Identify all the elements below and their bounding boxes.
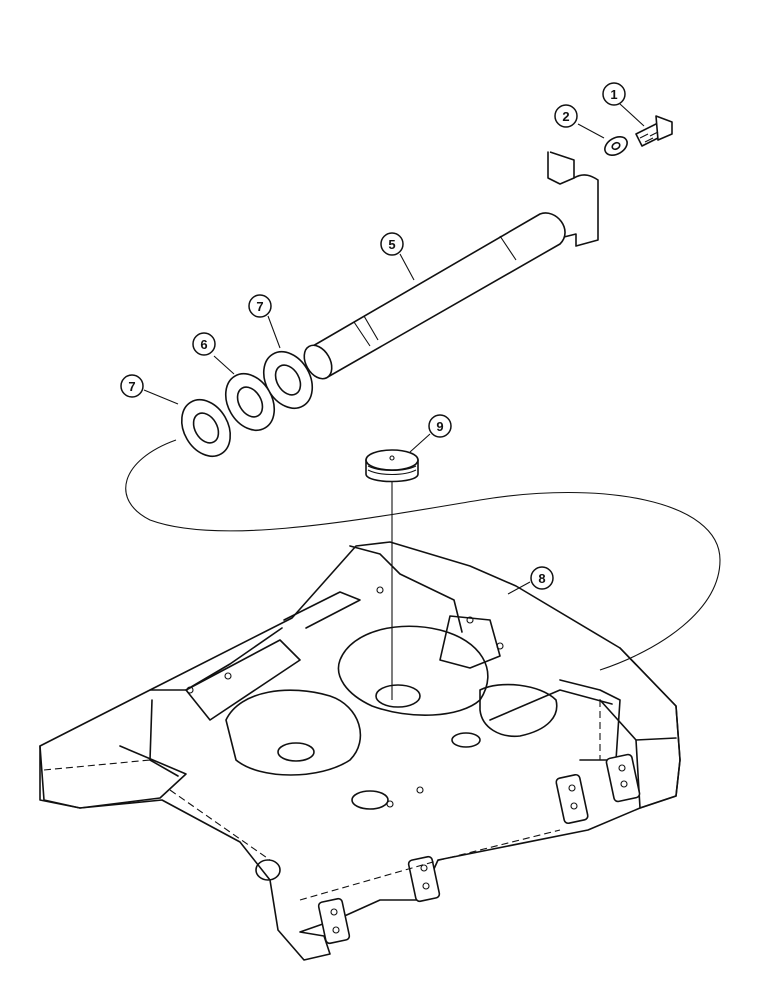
callout-7-lower: 7 (120, 374, 144, 398)
callout-1: 1 (602, 82, 626, 106)
callout-9-label: 9 (436, 419, 443, 434)
callout-7-lower-label: 7 (128, 379, 135, 394)
thrust-washer-left (180, 398, 232, 458)
pivot-shaft (303, 151, 599, 380)
callout-5-label: 5 (388, 237, 395, 252)
callout-5: 5 (380, 232, 404, 256)
assembly-lines (125, 439, 721, 700)
washer (604, 136, 628, 156)
callout-2: 2 (554, 104, 578, 128)
callout-2-label: 2 (562, 109, 569, 124)
bolt (635, 115, 673, 147)
callout-6-label: 6 (200, 337, 207, 352)
shim (224, 372, 276, 432)
callout-6: 6 (192, 332, 216, 356)
callout-7-upper: 7 (248, 294, 272, 318)
callout-8: 8 (530, 566, 554, 590)
callout-8-label: 8 (538, 571, 545, 586)
callout-9: 9 (428, 414, 452, 438)
callout-1-label: 1 (610, 87, 617, 102)
axle-support-frame (39, 541, 681, 961)
callout-7-upper-label: 7 (256, 299, 263, 314)
plug (365, 449, 419, 483)
callout-leaders (143, 103, 645, 595)
